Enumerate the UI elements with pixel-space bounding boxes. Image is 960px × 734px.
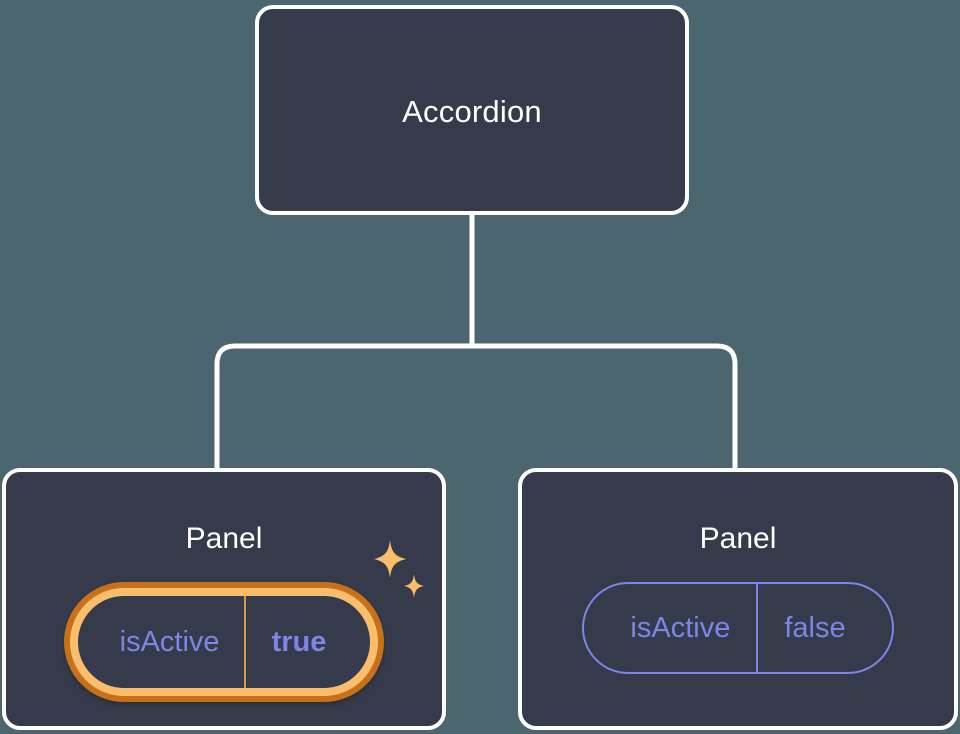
prop-value-false: false <box>784 611 846 644</box>
prop-pill-inactive[interactable]: isActive false <box>582 582 894 674</box>
node-label-accordion: Accordion <box>402 94 542 129</box>
prop-pill-wrap-active: isActive true <box>6 582 442 702</box>
tree-node-panel-active[interactable]: Panel isActive true <box>2 468 446 730</box>
prop-pill-active[interactable]: isActive true <box>77 596 371 688</box>
node-label-panel-active: Panel <box>185 522 263 555</box>
connector-branch-bar <box>214 343 738 470</box>
prop-key-isactive: isActive <box>584 584 759 672</box>
prop-key-isactive: isActive <box>78 596 246 688</box>
prop-pill-highlight-ring-outer: isActive true <box>63 582 385 702</box>
prop-pill-highlight-ring-inner: isActive true <box>69 588 379 696</box>
tree-node-accordion[interactable]: Accordion <box>255 5 689 215</box>
tree-node-panel-inactive[interactable]: Panel isActive false <box>518 468 958 730</box>
prop-pill-wrap-inactive: isActive false <box>522 582 954 674</box>
node-label-panel-inactive: Panel <box>699 522 777 555</box>
prop-value-true: true <box>271 625 327 658</box>
